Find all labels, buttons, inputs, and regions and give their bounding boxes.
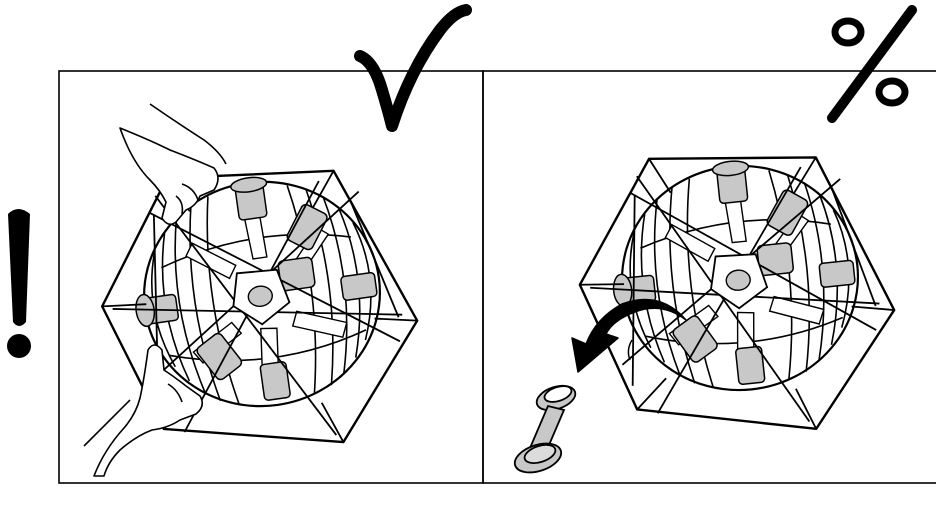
hand-bottom-illustration (83, 344, 204, 477)
right-panel-frame (482, 70, 936, 484)
removal-arrow (571, 298, 687, 373)
exclamation-icon (7, 209, 31, 358)
hand-top-illustration (119, 103, 227, 226)
removed-peg-illustration (513, 384, 577, 474)
checkmark-icon (354, 4, 472, 132)
percent-icon (827, 5, 917, 123)
drum-assembly-right (566, 133, 907, 454)
